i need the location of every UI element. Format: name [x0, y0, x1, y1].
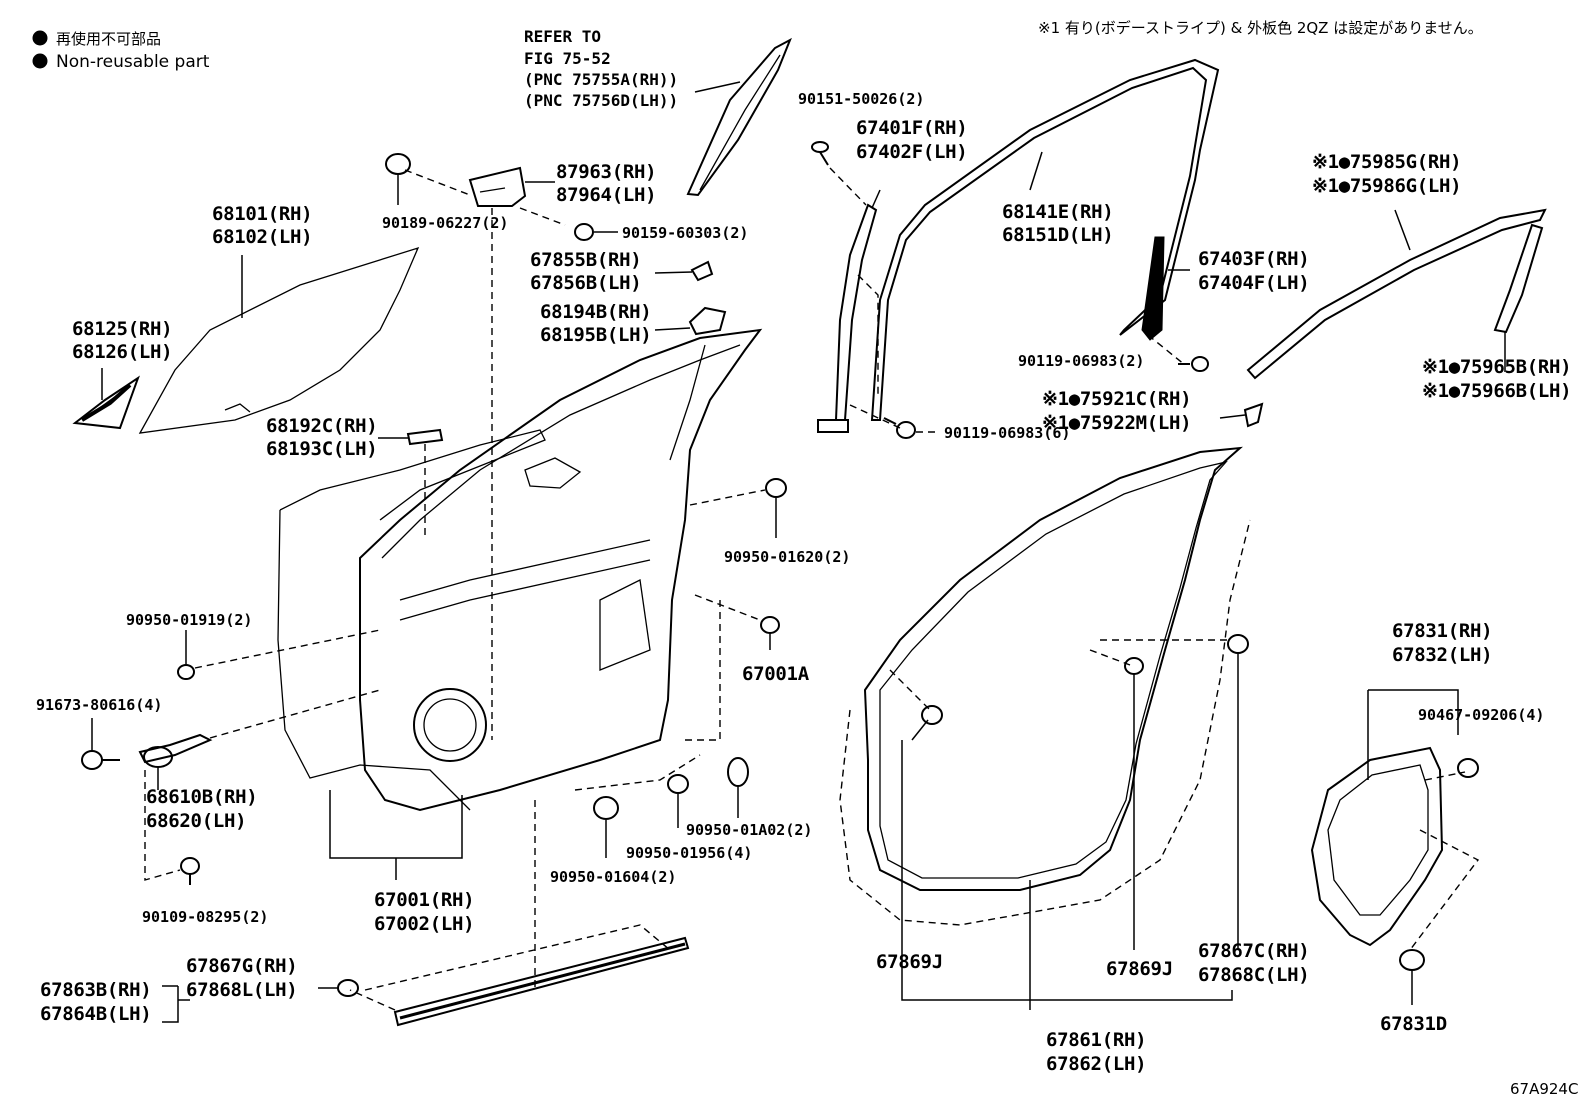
rocker-moulding-drawing	[162, 800, 690, 1027]
label-67855-rh: 67855B(RH)	[530, 249, 641, 271]
label-67861-rh: 67861(RH)	[1046, 1029, 1146, 1051]
label-67403-rh: 67403F(RH)	[1198, 248, 1309, 270]
label-67001-lh: 67002(LH)	[374, 913, 474, 935]
label-68101-rh: 68101(RH)	[212, 203, 312, 225]
label-67863-lh: 67864B(LH)	[40, 1003, 151, 1025]
label-68192-lh: 68193C(LH)	[266, 438, 377, 460]
diagram-code: 67A924C	[1510, 1080, 1578, 1098]
screw-90119-drawing	[849, 404, 940, 439]
label-67867g-lh: 67868L(LH)	[186, 979, 297, 1001]
label-68141-rh: 68141E(RH)	[1002, 201, 1113, 223]
label-90467: 90467-09206(4)	[1418, 706, 1544, 724]
door-panel-drawing	[277, 328, 763, 880]
legend-bullet-icon	[32, 30, 48, 46]
label-91673: 91673-80616(4)	[36, 696, 162, 714]
window-frame-moulding-drawing	[686, 37, 792, 197]
label-67861-lh: 67862(LH)	[1046, 1053, 1146, 1075]
label-90950-01620: 90950-01620(2)	[724, 548, 850, 566]
label-67401-rh: 67401F(RH)	[856, 117, 967, 139]
legend-en: Non-reusable part	[56, 52, 210, 72]
stripe-piece-drawing	[1219, 402, 1264, 428]
callout-labels: 90151-50026(2) 67401F(RH) 67402F(LH) 879…	[36, 90, 1578, 1098]
refer-line: (PNC 75756D(LH))	[524, 91, 678, 110]
label-67869j-b: 67869J	[1106, 958, 1173, 980]
label-90119-a: 90119-06983(2)	[1018, 352, 1144, 370]
door-channel-drawing	[817, 189, 881, 433]
label-68610-rh: 68610B(RH)	[146, 786, 257, 808]
label-87963-lh: 87964(LH)	[556, 184, 656, 206]
door-glass-drawing	[138, 246, 420, 434]
label-75965-lh: ※1●75966B(LH)	[1422, 380, 1571, 402]
label-67403-lh: 67404F(LH)	[1198, 272, 1309, 294]
bottom-plugs-drawing	[574, 754, 749, 858]
label-90151: 90151-50026(2)	[798, 90, 924, 108]
label-68125-rh: 68125(RH)	[72, 318, 172, 340]
label-68610-lh: 68620(LH)	[146, 810, 246, 832]
clip-90189-drawing	[385, 153, 411, 205]
label-90950-01a02: 90950-01A02(2)	[686, 821, 812, 839]
label-67867c-rh: 67867C(RH)	[1198, 940, 1309, 962]
label-67001-rh: 67001(RH)	[374, 889, 474, 911]
refer-line: FIG 75-52	[524, 49, 611, 68]
label-68141-lh: 68151D(LH)	[1002, 224, 1113, 246]
refer-block: REFER TO FIG 75-52 (PNC 75755A(RH)) (PNC…	[524, 27, 678, 110]
division-garnish-drawing	[1141, 236, 1209, 372]
legend-jp: 再使用不可部品	[56, 30, 161, 48]
hole-plug-01620-drawing	[689, 478, 787, 538]
label-75965-rh: ※1●75965B(RH)	[1422, 356, 1571, 378]
label-90950-01604: 90950-01604(2)	[550, 868, 676, 886]
label-90119-b: 90119-06983(6)	[944, 424, 1070, 442]
pillar-stripe-drawing	[1493, 223, 1544, 372]
label-67001a: 67001A	[742, 663, 810, 685]
refer-line: REFER TO	[524, 27, 601, 46]
screw-90151-drawing	[811, 141, 867, 206]
quarter-glass-drawing	[72, 368, 140, 430]
service-cover-drawing	[1310, 689, 1480, 1005]
label-75921-lh: ※1●75922M(LH)	[1042, 412, 1191, 434]
weatherstrip-drawing	[839, 446, 1251, 1010]
label-90189: 90189-06227(2)	[382, 214, 508, 232]
label-90950-01919: 90950-01919(2)	[126, 611, 252, 629]
label-68125-lh: 68126(LH)	[72, 341, 172, 363]
label-75921-rh: ※1●75921C(RH)	[1042, 388, 1191, 410]
top-note: ※1 有り(ボデーストライプ) & 外板色 2QZ は設定がありません。	[1038, 19, 1483, 37]
label-68192-rh: 68192C(RH)	[266, 415, 377, 437]
legend-bullet-icon	[32, 53, 48, 69]
screw-90159-drawing	[574, 223, 618, 241]
label-67869j-a: 67869J	[876, 951, 943, 973]
glass-run-drawing	[870, 58, 1220, 421]
label-90159: 90159-60303(2)	[622, 224, 748, 242]
label-68101-lh: 68102(LH)	[212, 226, 312, 248]
door-check-drawing	[81, 689, 381, 885]
label-68194-rh: 68194B(RH)	[540, 301, 651, 323]
label-75985-lh: ※1●75986G(LH)	[1312, 175, 1461, 197]
label-90109: 90109-08295(2)	[142, 908, 268, 926]
label-87963-rh: 87963(RH)	[556, 161, 656, 183]
label-67855-lh: 67856B(LH)	[530, 272, 641, 294]
body-stripe-drawing	[1246, 208, 1547, 380]
label-67401-lh: 67402F(LH)	[856, 141, 967, 163]
label-90950-01956: 90950-01956(4)	[626, 844, 752, 862]
label-67831-lh: 67832(LH)	[1392, 644, 1492, 666]
label-67831d: 67831D	[1380, 1013, 1447, 1035]
label-68194-lh: 68195B(LH)	[540, 324, 651, 346]
label-67831-rh: 67831(RH)	[1392, 620, 1492, 642]
small-bracket-drawing	[654, 260, 727, 336]
legend: 再使用不可部品 Non-reusable part	[32, 30, 210, 72]
refer-line: (PNC 75755A(RH))	[524, 70, 678, 89]
label-67863-rh: 67863B(RH)	[40, 979, 151, 1001]
label-67867c-lh: 67868C(LH)	[1198, 964, 1309, 986]
mirror-bracket-drawing	[404, 166, 566, 740]
clip-67001A-drawing	[680, 594, 780, 741]
hole-plug-01919-drawing	[177, 629, 381, 680]
label-67867g-rh: 67867G(RH)	[186, 955, 297, 977]
label-75985-rh: ※1●75985G(RH)	[1312, 151, 1461, 173]
handle-bracket-drawing	[378, 428, 444, 540]
